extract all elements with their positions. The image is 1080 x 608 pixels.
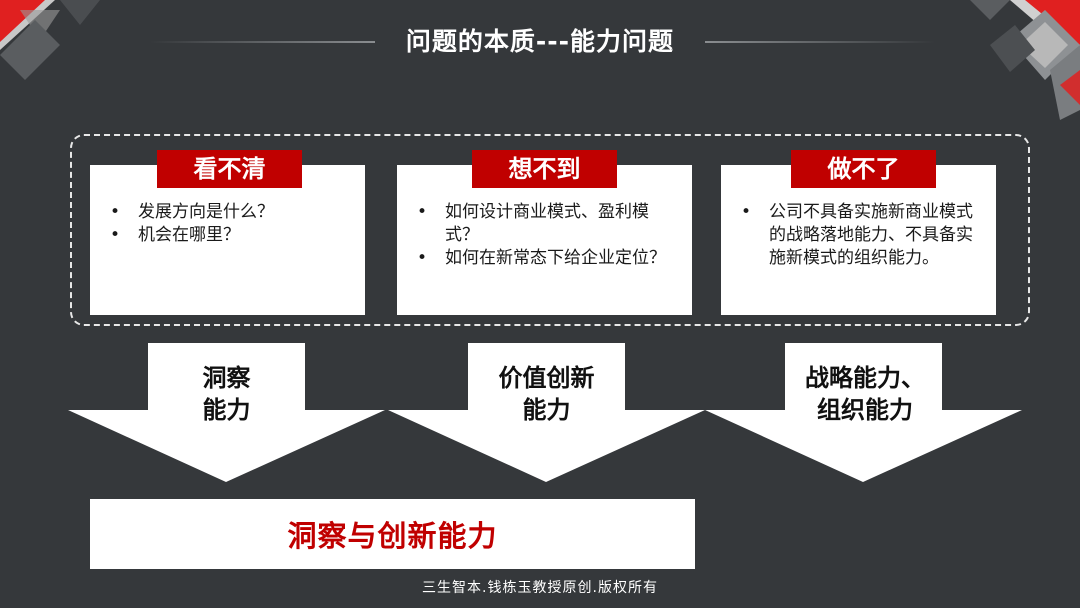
- list-item: 发展方向是什么？: [110, 201, 349, 224]
- title-line-right: [705, 41, 935, 43]
- list-item: 如何在新常态下给企业定位？: [417, 247, 676, 270]
- down-arrow-capability: [705, 343, 1022, 482]
- card-bullets: 公司不具备实施新商业模式的战略落地能力、不具备实施新模式的组织能力。: [721, 165, 996, 270]
- card-bullets: 如何设计商业模式、盈利模式？ 如何在新常态下给企业定位？: [397, 165, 692, 270]
- list-item: 机会在哪里？: [110, 224, 349, 247]
- corner-decoration-left: [0, 0, 100, 80]
- card-do: 公司不具备实施新商业模式的战略落地能力、不具备实施新模式的组织能力。: [721, 165, 996, 315]
- list-item: 如何设计商业模式、盈利模式？: [417, 201, 676, 247]
- arrow-label-value: 价值创新 能力: [498, 364, 595, 424]
- footer-copyright: 三生智本.钱栋玉教授原创.版权所有: [422, 580, 658, 596]
- dashed-frame: [70, 134, 1030, 326]
- card-tag-think: 想不到: [472, 150, 617, 188]
- card-bullets: 发展方向是什么？ 机会在哪里？: [90, 165, 365, 247]
- arrow-label-capability: 战略能力、 组织能力: [805, 364, 925, 424]
- title-line-left: [150, 41, 375, 43]
- down-arrow-insight: [68, 343, 385, 482]
- card-tag-see: 看不清: [157, 150, 302, 188]
- card-tag-do: 做不了: [791, 150, 936, 188]
- card-see: 发展方向是什么？ 机会在哪里？: [90, 165, 365, 315]
- result-box: 洞察与创新能力: [90, 499, 695, 569]
- card-think: 如何设计商业模式、盈利模式？ 如何在新常态下给企业定位？: [397, 165, 692, 315]
- corner-decoration-right: [970, 0, 1080, 120]
- arrow-label-insight: 洞察 能力: [202, 364, 251, 424]
- down-arrow-value: [388, 343, 705, 482]
- result-text: 洞察与创新能力: [287, 519, 498, 553]
- list-item: 公司不具备实施新商业模式的战略落地能力、不具备实施新模式的组织能力。: [741, 201, 980, 270]
- page-title: 问题的本质---能力问题: [405, 27, 675, 56]
